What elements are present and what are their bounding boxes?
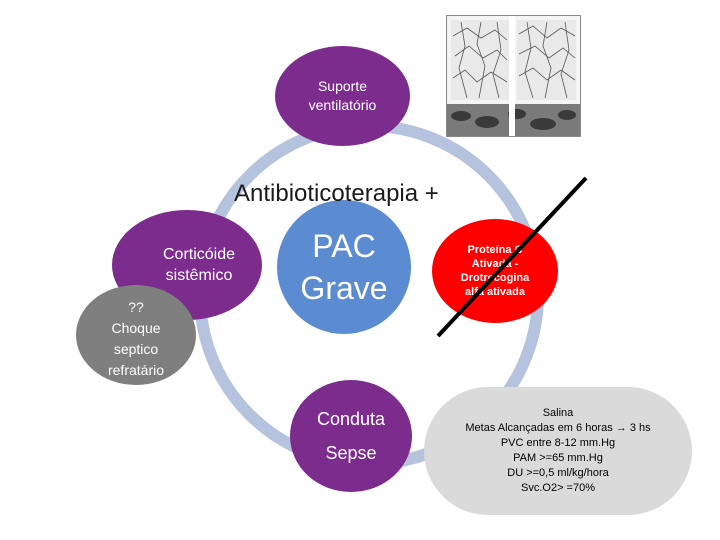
- conduta-line1: Conduta: [316, 409, 386, 429]
- proteina-line1: Proteína C: [467, 244, 523, 256]
- pac-line1: PAC: [312, 228, 376, 264]
- conduta-line2: Sepse: [325, 443, 377, 463]
- choque-line2: Choque: [111, 320, 161, 336]
- salina-line1: Salina: [542, 407, 574, 419]
- choque-line1: ??: [128, 299, 144, 315]
- node-pac-grave: PAC Grave: [277, 200, 411, 334]
- suporte-line1: Suporte: [317, 78, 368, 94]
- proteina-line2: Ativada -: [471, 258, 519, 270]
- histology-image: [446, 15, 581, 137]
- salina-line6: Svc.O2> =70%: [521, 482, 595, 494]
- salina-line4: PAM >=65 mm.Hg: [513, 452, 603, 464]
- salina-goals-box: Salina Metas Alcançadas em 6 horas → 3 h…: [424, 387, 692, 515]
- node-choque-septico: ?? Choque septico refratário: [76, 285, 196, 385]
- antibioticoterapia-label: Antibioticoterapia +: [234, 180, 439, 207]
- corticoide-line1: Corticóide: [162, 246, 236, 263]
- node-proteina-c-ativada: Proteína C Ativada - Drotrecogina alfa a…: [432, 219, 558, 323]
- salina-line5: DU >=0,5 ml/kg/hora: [507, 467, 609, 479]
- node-suporte-ventilatorio: Suporte ventilatório: [275, 46, 410, 146]
- proteina-line4: alfa ativada: [465, 286, 525, 298]
- salina-line2: Metas Alcançadas em 6 horas → 3 hs: [465, 422, 651, 434]
- proteina-line3: Drotrecogina: [460, 272, 530, 284]
- choque-line4: refratário: [107, 362, 165, 378]
- suporte-line2: ventilatório: [308, 97, 377, 113]
- salina-line3: PVC entre 8-12 mm.Hg: [500, 437, 616, 449]
- corticoide-line2: sistêmico: [165, 267, 233, 284]
- node-conduta-sepse: Conduta Sepse: [290, 380, 412, 492]
- pac-line2: Grave: [300, 270, 388, 306]
- choque-line3: septico: [113, 341, 159, 357]
